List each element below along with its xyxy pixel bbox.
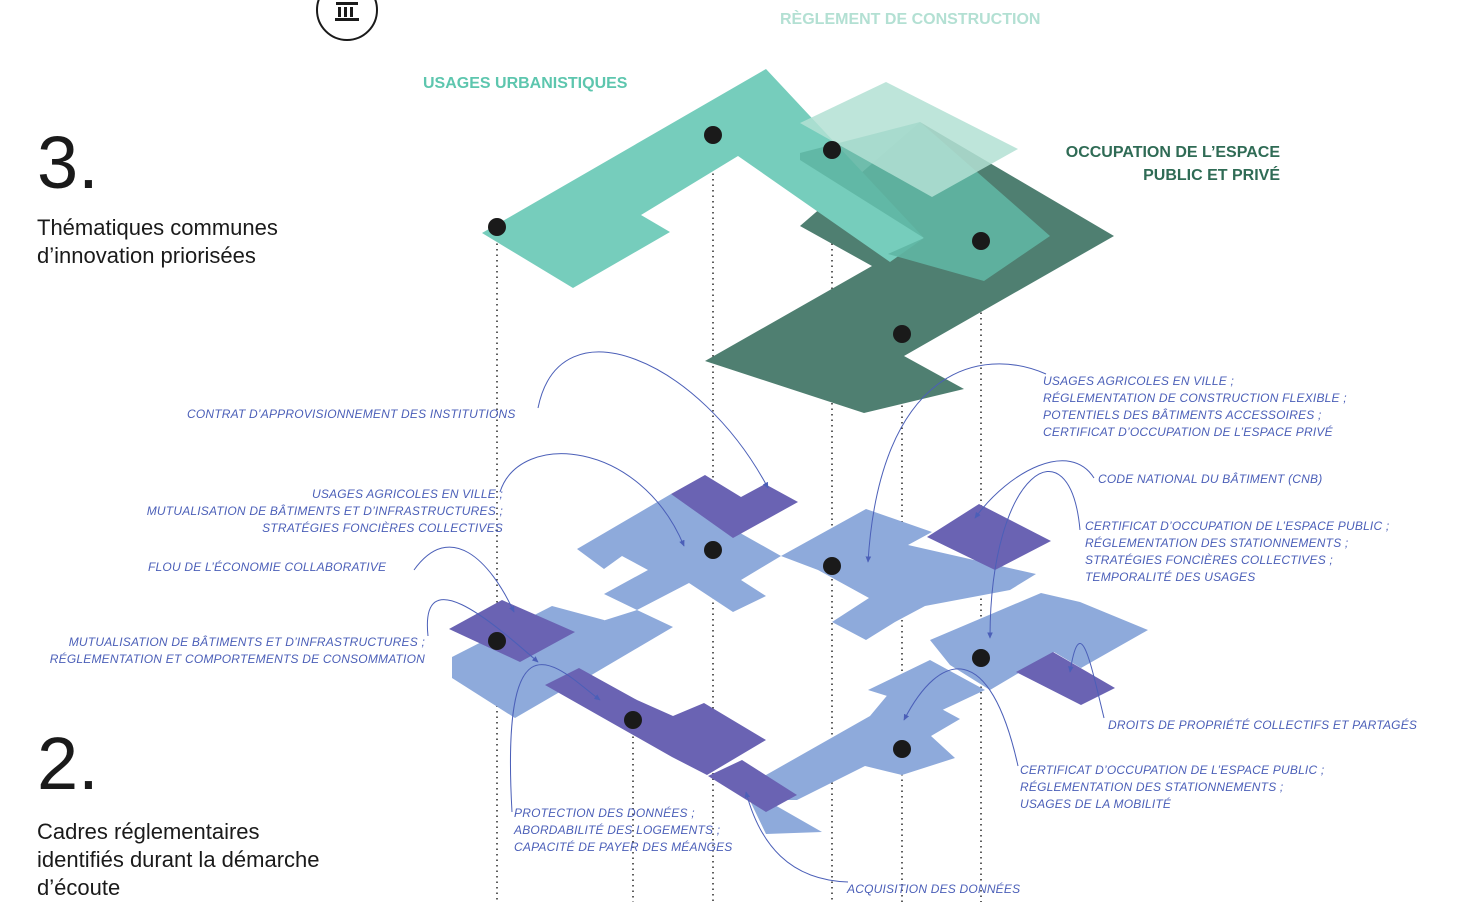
category-occupation: OCCUPATION DE L’ESPACE PUBLIC ET PRIVÉ — [1032, 141, 1280, 187]
arrow-certificat-1 — [987, 471, 1081, 639]
note-mutualisation: MUTUALISATION DE BÂTIMENTS ET D’INFRASTR… — [10, 634, 425, 668]
arrow-flou — [413, 546, 515, 613]
section3-number: 3. — [37, 121, 99, 204]
note-line: RÉGLEMENTATION DES STATIONNEMENTS ; — [1085, 536, 1349, 550]
top-layer — [482, 69, 1114, 413]
arrow-mutualisation — [426, 599, 539, 663]
note-cnb: CODE NATIONAL DU BÂTIMENT (CNB) — [1098, 471, 1322, 488]
note-line: USAGES AGRICOLES EN VILLE ; — [311, 487, 503, 501]
note-line: RÉGLEMENTATION ET COMPORTEMENTS DE CONSO… — [49, 652, 425, 666]
note-line: CAPACITÉ DE PAYER DES MÉANGES — [514, 840, 733, 854]
node — [823, 141, 841, 159]
node — [488, 632, 506, 650]
note-line: DROITS DE PROPRIÉTÉ COLLECTIFS ET PARTAG… — [1108, 718, 1418, 732]
building-icon — [316, 0, 378, 41]
note-line: STRATÉGIES FONCIÈRES COLLECTIVES ; — [1085, 553, 1333, 567]
plane-purple-4 — [545, 668, 766, 775]
arrow-droits — [1068, 643, 1105, 719]
node — [893, 740, 911, 758]
section2-line: d’écoute — [37, 875, 121, 900]
note-line: USAGES AGRICOLES EN VILLE ; — [1043, 374, 1235, 388]
note-line: ABORDABILITÉ DES LOGEMENTS ; — [514, 823, 721, 837]
node — [893, 325, 911, 343]
arrow-cnb — [974, 460, 1095, 519]
note-line: CERTIFICAT D’OCCUPATION DE L’ESPACE PUBL… — [1020, 763, 1325, 777]
category-usages: USAGES URBANISTIQUES — [423, 75, 628, 92]
category-reglement: RÈGLEMENT DE CONSTRUCTION — [780, 11, 1041, 28]
node — [972, 232, 990, 250]
arrow-usages-agricoles-left — [499, 453, 685, 547]
note-usages-agricoles-left: USAGES AGRICOLES EN VILLE ; MUTUALISATIO… — [80, 486, 503, 537]
arrow-certificat-2 — [903, 668, 1019, 767]
note-line: ACQUISITION DES DONNÉES — [847, 882, 1021, 896]
section2-description: Cadres réglementaires identifiés durant … — [37, 818, 320, 902]
note-line: TEMPORALITÉ DES USAGES — [1085, 570, 1256, 584]
plane-blue-1 — [577, 494, 781, 612]
arrow-usages-agricoles-right — [865, 363, 1047, 563]
arrow-acquisition — [744, 791, 849, 883]
section3-line: d’innovation priorisées — [37, 243, 256, 268]
note-line: MUTUALISATION DE BÂTIMENTS ET D’INFRASTR… — [146, 504, 503, 518]
note-line: MUTUALISATION DE BÂTIMENTS ET D’INFRASTR… — [68, 635, 425, 649]
note-flou: FLOU DE L’ÉCONOMIE COLLABORATIVE — [148, 559, 386, 576]
note-line: RÉGLEMENTATION DE CONSTRUCTION FLEXIBLE … — [1043, 391, 1347, 405]
section3-line: Thématiques communes — [37, 215, 278, 240]
plane-blue-4 — [781, 509, 1036, 640]
node — [972, 649, 990, 667]
section2-line: Cadres réglementaires — [37, 819, 260, 844]
nodes — [488, 126, 990, 758]
note-certificat-public-1: CERTIFICAT D’OCCUPATION DE L’ESPACE PUBL… — [1085, 518, 1389, 586]
plane-purple-5 — [708, 760, 797, 812]
plane-purple-1 — [671, 475, 798, 538]
plane-reglement — [800, 82, 1018, 197]
note-line: PROTECTION DES DONNÉES ; — [514, 806, 695, 820]
note-line: STRATÉGIES FONCIÈRES COLLECTIVES — [262, 521, 503, 535]
section2-line: identifiés durant la démarche — [37, 847, 320, 872]
arrow-protection — [509, 664, 601, 813]
arrow-contrat — [537, 351, 769, 489]
note-protection: PROTECTION DES DONNÉES ; ABORDABILITÉ DE… — [514, 805, 733, 856]
arrows — [413, 351, 1105, 883]
category-occupation-line: PUBLIC ET PRIVÉ — [1143, 167, 1280, 184]
node — [624, 711, 642, 729]
node — [704, 541, 722, 559]
category-occupation-line: OCCUPATION DE L’ESPACE — [1065, 144, 1280, 161]
node — [488, 218, 506, 236]
note-line: CODE NATIONAL DU BÂTIMENT (CNB) — [1098, 472, 1323, 486]
note-line: CONTRAT D’APPROVISIONNEMENT DES INSTITUT… — [187, 407, 516, 421]
plane-blue-6 — [740, 686, 960, 834]
note-droits: DROITS DE PROPRIÉTÉ COLLECTIFS ET PARTAG… — [1108, 717, 1417, 734]
note-acquisition: ACQUISITION DES DONNÉES — [847, 881, 1020, 898]
note-usages-agricoles-right: USAGES AGRICOLES EN VILLE ; RÉGLEMENTATI… — [1043, 373, 1347, 441]
plane-occupation — [705, 122, 1114, 413]
note-contrat: CONTRAT D’APPROVISIONNEMENT DES INSTITUT… — [187, 406, 516, 423]
note-line: CERTIFICAT D’OCCUPATION DE L’ESPACE PUBL… — [1085, 519, 1390, 533]
plane-blue-3 — [542, 610, 673, 690]
note-line: FLOU DE L’ÉCONOMIE COLLABORATIVE — [148, 560, 387, 574]
node — [823, 557, 841, 575]
section3-description: Thématiques communes d’innovation priori… — [37, 214, 278, 270]
note-line: CERTIFICAT D’OCCUPATION DE L’ESPACE PRIV… — [1043, 425, 1333, 439]
plane-purple-2 — [927, 504, 1051, 570]
note-line: RÉGLEMENTATION DES STATIONNEMENTS ; — [1020, 780, 1284, 794]
plane-purple-6 — [1016, 652, 1115, 705]
note-line: USAGES DE LA MOBILITÉ — [1020, 797, 1172, 811]
node — [704, 126, 722, 144]
note-line: POTENTIELS DES BÂTIMENTS ACCESSOIRES ; — [1043, 408, 1322, 422]
section2-number: 2. — [37, 722, 99, 805]
note-certificat-public-2: CERTIFICAT D’OCCUPATION DE L’ESPACE PUBL… — [1020, 762, 1324, 813]
